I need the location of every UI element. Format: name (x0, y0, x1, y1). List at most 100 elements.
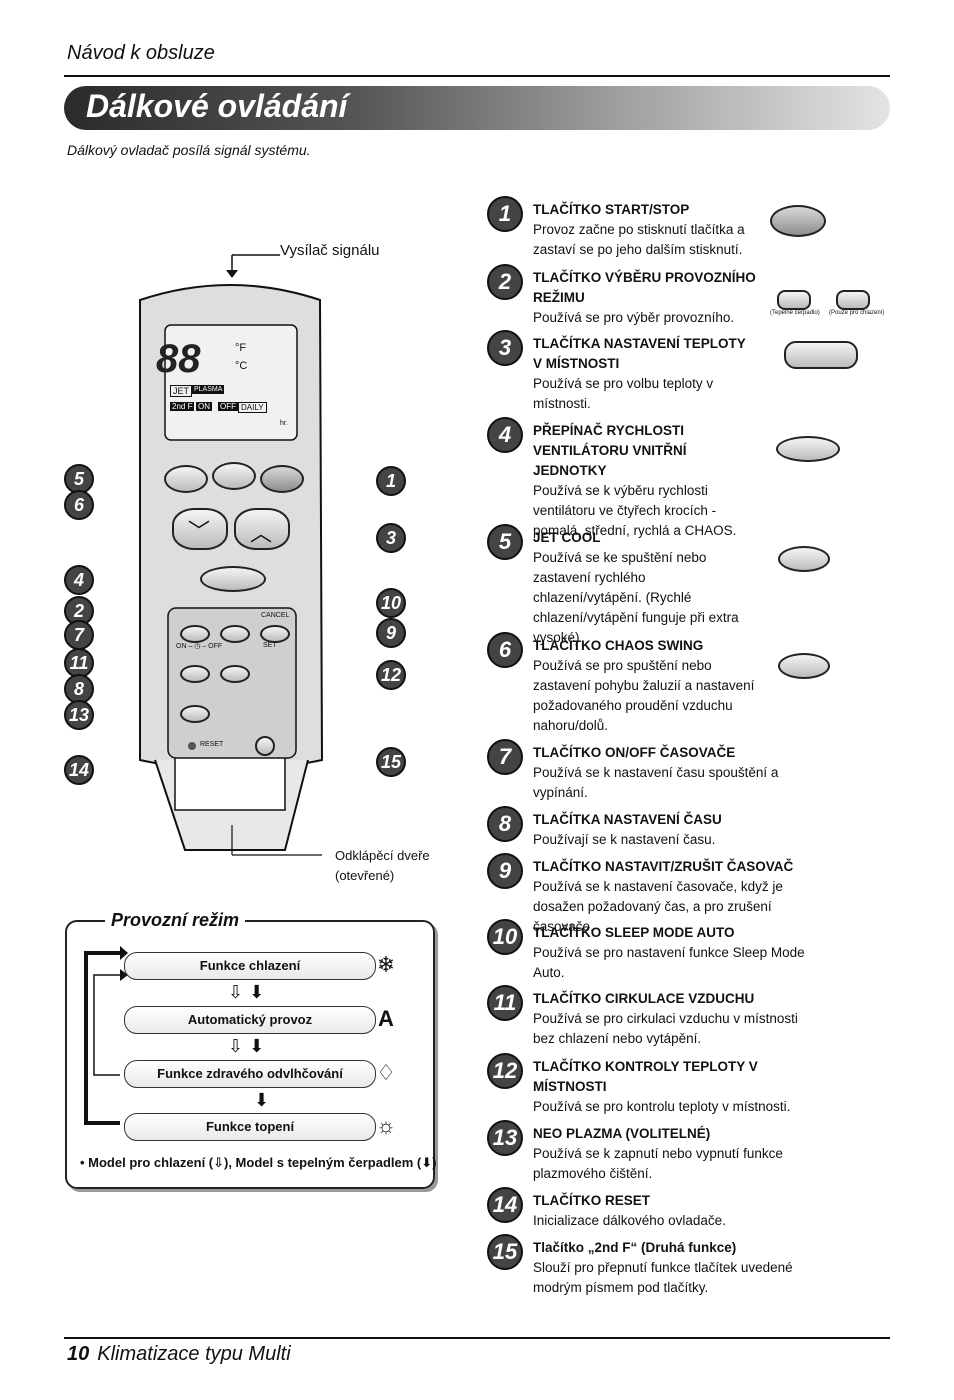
item-text: Používá se pro volbu teploty v místnosti… (533, 376, 714, 411)
on-off-label: ON – ◷ – OFF (176, 643, 223, 650)
section-banner: Dálkové ovládání (64, 86, 890, 130)
mode-arrows-2: ⇩⬇ (228, 1036, 271, 1056)
item-number-9: 9 (487, 853, 523, 889)
item-number-8: 8 (487, 806, 523, 842)
temp-buttons-icon (784, 341, 858, 369)
item-4: PŘEPÍNAČ RYCHLOSTI VENTILÁTORU VNITŘNÍ J… (533, 421, 758, 541)
item-title: PŘEPÍNAČ RYCHLOSTI VENTILÁTORU VNITŘNÍ J… (533, 423, 687, 478)
sun-icon: ☼ (375, 1113, 397, 1138)
room-temp-check-button[interactable] (220, 665, 250, 683)
item-title: TLAČÍTKO RESET (533, 1193, 650, 1208)
mode-footnote: • Model pro chlazení (⇩), Model s tepeln… (80, 1155, 437, 1170)
item-text: Používají se k nastavení času. (533, 832, 716, 847)
header-rule (64, 75, 890, 77)
display-on: ON (196, 402, 212, 411)
display-plasma: PLASMA (192, 385, 225, 394)
mode-coolonly-icon (836, 290, 870, 310)
mode-title: Provozní režim (105, 910, 246, 931)
display-hr: hr. (280, 420, 288, 427)
item-title: TLAČÍTKO CHAOS SWING (533, 638, 704, 653)
start-stop-icon (770, 205, 826, 237)
mode-heating: Funkce topení (124, 1113, 376, 1141)
remote-svg (139, 254, 324, 856)
item-1: TLAČÍTKO START/STOP Provoz začne po stisk… (533, 200, 758, 260)
item-text: Provoz začne po stisknutí tlačítka a zas… (533, 222, 745, 257)
mode-button[interactable] (180, 625, 210, 643)
fan-speed-button[interactable] (200, 566, 266, 592)
air-circulation-button[interactable] (180, 665, 210, 683)
footer-title: Klimatizace typu Multi (97, 1343, 291, 1365)
item-number-4: 4 (487, 417, 523, 453)
callout-12: 12 (376, 660, 406, 690)
plasma-button[interactable] (180, 705, 210, 723)
item-number-5: 5 (487, 524, 523, 560)
sleep-button[interactable] (220, 625, 250, 643)
item-title: TLAČÍTKO CIRKULACE VZDUCHU (533, 991, 755, 1006)
item-number-14: 14 (487, 1187, 523, 1223)
item-text: Používá se pro spuštění nebo zastavení p… (533, 658, 755, 733)
callout-6: 6 (64, 490, 94, 520)
mode-cycle-arrows (84, 946, 128, 1125)
item-title: Tlačítko „2nd F“ (Druhá funkce) (533, 1240, 737, 1255)
item-2: TLAČÍTKO VÝBĚRU PROVOZNÍHO REŽIMU Používá… (533, 268, 758, 328)
item-title: TLAČÍTKO SLEEP MODE AUTO (533, 925, 735, 940)
cool-only-label: (Pouze pro chlazení) (829, 310, 885, 316)
item-number-11: 11 (487, 985, 523, 1021)
item-number-15: 15 (487, 1234, 523, 1270)
set-label: SET (263, 642, 277, 649)
temp-up-button[interactable]: ︿ (234, 508, 290, 550)
item-title: JET COOL (533, 530, 601, 545)
item-number-7: 7 (487, 739, 523, 775)
header-title: Návod k obsluze (67, 42, 215, 64)
temp-down-button[interactable]: ﹀ (172, 508, 228, 550)
callout-9: 9 (376, 618, 406, 648)
display-2ndf: 2nd F (170, 402, 195, 411)
display-unit-c: °C (235, 360, 248, 372)
door-label-2: (otevřené) (335, 868, 395, 883)
chaos-swing-button[interactable] (212, 462, 256, 490)
item-5: JET COOL Používá se ke spuštění nebo zast… (533, 528, 758, 648)
cancel-label: CANCEL (261, 612, 290, 619)
mode-cooling: Funkce chlazení (124, 952, 376, 980)
droplet-icon: ♢ (376, 1060, 396, 1085)
reset-button[interactable] (188, 742, 196, 750)
item-text: Používá se ke spuštění nebo zastavení ry… (533, 550, 739, 645)
callout-3: 3 (376, 523, 406, 553)
item-text: Používá se pro nastavení funkce Sleep Mo… (533, 945, 805, 980)
callout-13: 13 (64, 700, 94, 730)
jet-cool-button[interactable] (164, 465, 208, 493)
second-f-button[interactable] (255, 736, 275, 756)
callout-14: 14 (64, 755, 94, 785)
chaos-swing-icon (778, 653, 830, 679)
item-title: TLAČÍTKO START/STOP (533, 202, 690, 217)
section-title: Dálkové ovládání (86, 88, 348, 124)
callout-15: 15 (376, 747, 406, 777)
start-stop-button[interactable] (260, 465, 304, 493)
display-off: OFF (218, 402, 238, 411)
remote-illustration: Vysílač signálu 88 °F °C JET PLASMA 2nd … (60, 240, 480, 890)
mode-heatpump-icon (777, 290, 811, 310)
item-number-13: 13 (487, 1120, 523, 1156)
callout-10: 10 (376, 588, 406, 618)
item-number-1: 1 (487, 196, 523, 232)
fan-speed-icon (776, 436, 840, 462)
page-number: 10 (67, 1343, 90, 1365)
item-number-6: 6 (487, 632, 523, 668)
item-title: TLAČÍTKO VÝBĚRU PROVOZNÍHO REŽIMU (533, 270, 756, 305)
item-text: Používá se k výběru rychlosti ventilátor… (533, 483, 737, 538)
item-text: Používá se pro výběr provozního. (533, 310, 735, 325)
timer-cancel-button[interactable] (260, 625, 290, 643)
item-title: TLAČÍTKO ON/OFF ČASOVAČE (533, 745, 736, 760)
snowflake-icon: ❄ (376, 952, 396, 977)
callout-4: 4 (64, 565, 94, 595)
reset-label: RESET (200, 741, 224, 748)
display-unit-f: °F (235, 342, 247, 354)
footer: 10 Klimatizace typu Multi (67, 1343, 291, 1366)
item-14: TLAČÍTKO RESET Inicializace dálkového ovl… (533, 1191, 823, 1231)
signal-label: Vysílač signálu (280, 242, 380, 259)
item-15: Tlačítko „2nd F“ (Druhá funkce)Slouží pr… (533, 1238, 823, 1298)
item-text: Inicializace dálkového ovladače. (533, 1213, 726, 1228)
jet-cool-icon (778, 546, 830, 572)
